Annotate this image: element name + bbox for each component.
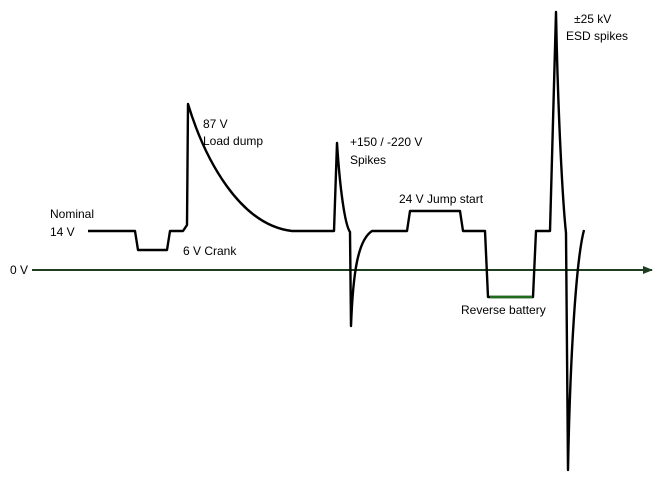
reverse-battery-label: Reverse battery bbox=[461, 303, 546, 317]
zero-volt-label: 0 V bbox=[10, 263, 28, 277]
esd-voltage-label: ±25 kV bbox=[574, 12, 611, 26]
load-dump-voltage-label: 87 V bbox=[203, 117, 228, 131]
esd-spikes-label: ESD spikes bbox=[566, 29, 628, 43]
nominal-label: Nominal bbox=[50, 207, 94, 221]
spikes-label: Spikes bbox=[350, 153, 386, 167]
crank-label: 6 V Crank bbox=[183, 244, 237, 258]
spikes-voltage-label: +150 / -220 V bbox=[350, 135, 422, 149]
nominal-voltage-label: 14 V bbox=[50, 225, 75, 239]
jump-start-label: 24 V Jump start bbox=[399, 192, 484, 206]
voltage-waveform bbox=[88, 10, 586, 472]
load-dump-label: Load dump bbox=[203, 134, 263, 148]
